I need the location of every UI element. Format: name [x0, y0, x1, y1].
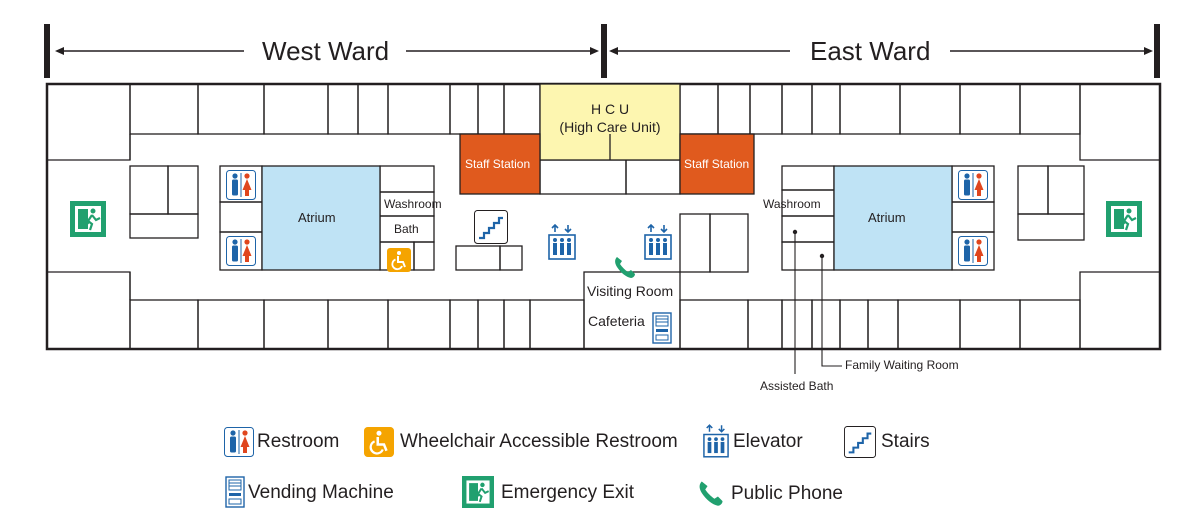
legend-public-phone: Public Phone [731, 483, 843, 504]
wheelchair-icon [364, 427, 394, 457]
phone-icon [699, 481, 723, 506]
stairs-icon [474, 210, 508, 244]
west-ward-title: West Ward [252, 36, 400, 67]
restroom-icon [226, 170, 256, 200]
hcu-subtitle: (High Care Unit) [559, 119, 661, 135]
restroom-icon [958, 170, 988, 200]
bath-west: Bath [394, 222, 419, 236]
atrium-east: Atrium [868, 210, 906, 225]
legend-wheelchair-restroom: Wheelchair Accessible Restroom [400, 431, 678, 452]
staff-station-east: Staff Station [684, 157, 750, 171]
vending-machine-icon [652, 312, 672, 344]
restroom-icon [226, 236, 256, 266]
phone-icon [615, 257, 635, 278]
staff-station-west: Staff Station [465, 157, 531, 171]
emergency-exit-icon [462, 476, 494, 508]
legend-elevator: Elevator [733, 431, 803, 452]
restroom-icon [224, 427, 254, 457]
restroom-icon [958, 236, 988, 266]
washroom-west: Washroom [384, 197, 442, 211]
cafeteria-label: Cafeteria [588, 313, 645, 329]
legend-vending-machine: Vending Machine [248, 482, 394, 503]
elevator-icon [548, 224, 576, 260]
vending-machine-icon [225, 476, 245, 508]
legend-restroom: Restroom [257, 431, 340, 452]
wheelchair-icon [387, 248, 411, 272]
east-ward-title: East Ward [800, 36, 941, 67]
emergency-exit-icon [1106, 201, 1142, 237]
washroom-east: Washroom [763, 197, 821, 211]
legend-stairs: Stairs [881, 431, 930, 452]
emergency-exit-icon [70, 201, 106, 237]
stairs-icon [844, 426, 876, 458]
elevator-icon [703, 424, 729, 458]
legend-emergency-exit: Emergency Exit [501, 482, 635, 503]
atrium-west: Atrium [298, 210, 336, 225]
elevator-icon [644, 224, 672, 260]
family-waiting-room-callout: Family Waiting Room [845, 358, 959, 372]
visiting-room-label: Visiting Room [587, 283, 674, 299]
assisted-bath-callout: Assisted Bath [760, 379, 834, 393]
hcu-label: H C U (High Care Unit) [540, 100, 680, 136]
hcu-title: H C U [590, 101, 630, 117]
